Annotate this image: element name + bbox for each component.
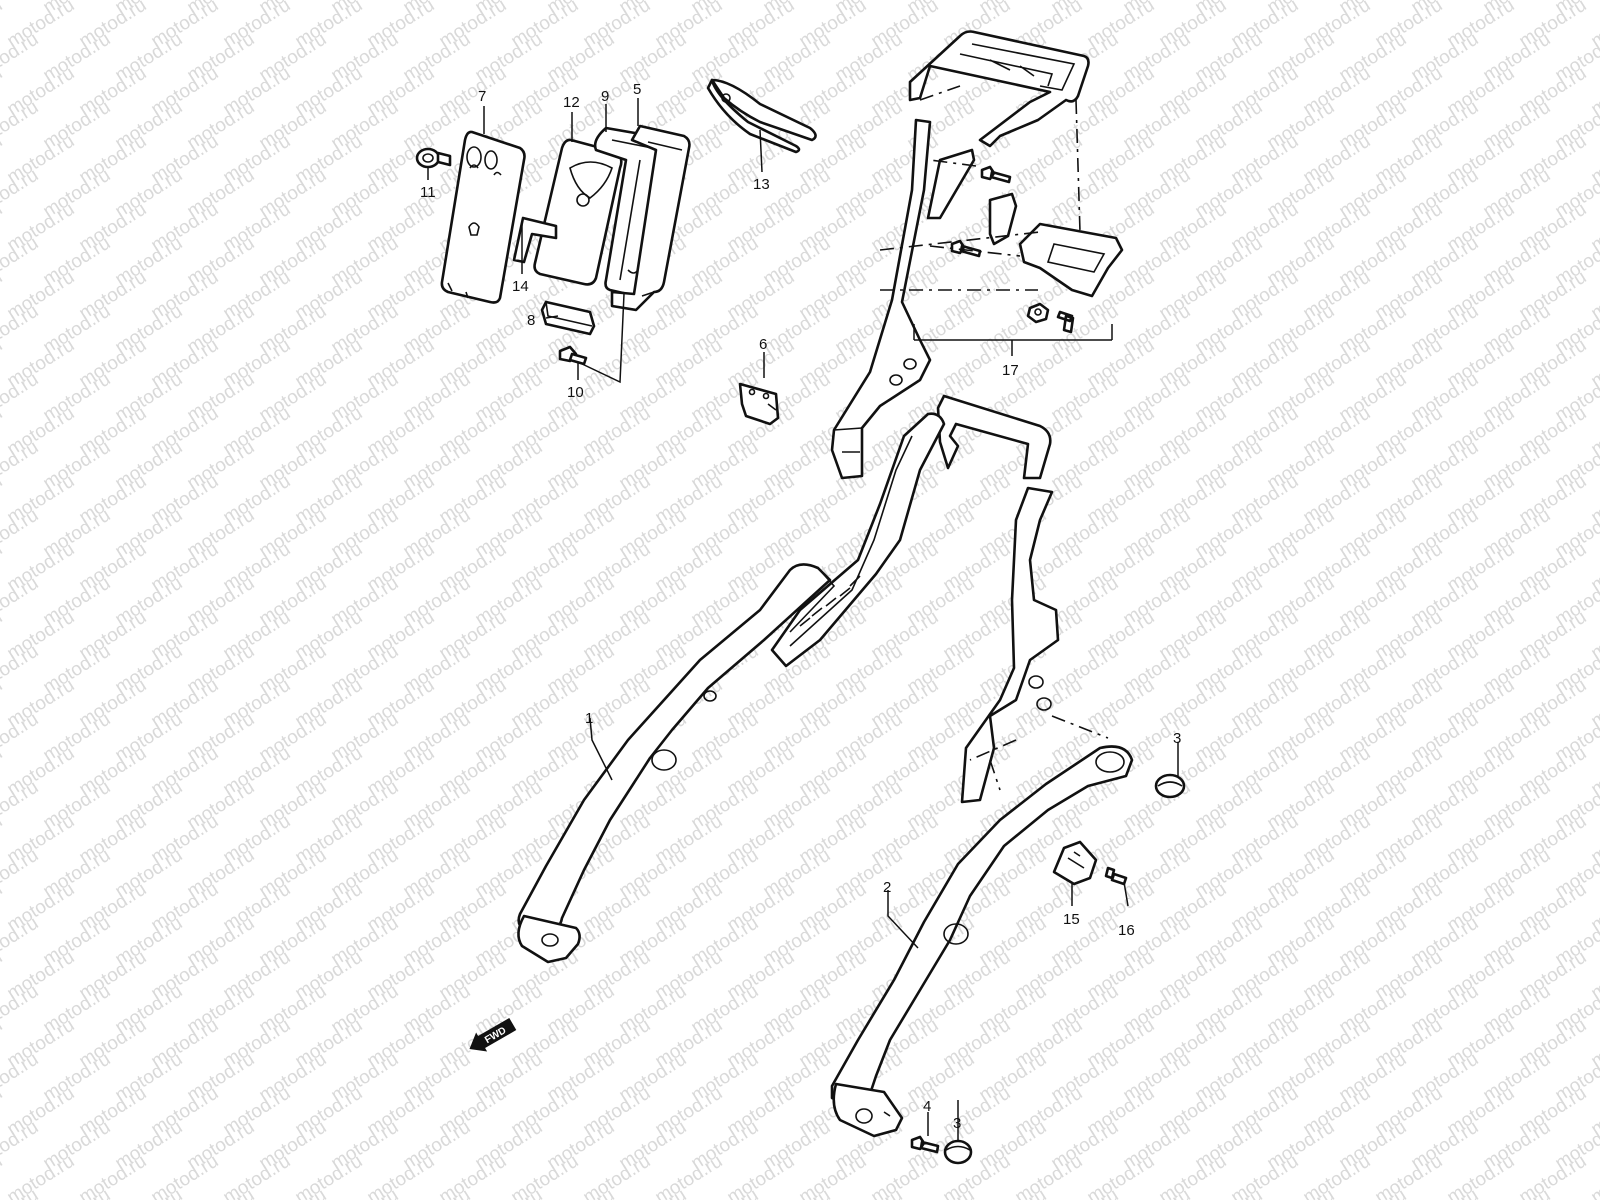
callout-15: 15 [1063,911,1080,928]
callout-3: 3 [1173,730,1181,747]
callout-7: 7 [478,88,486,105]
callout-2: 2 [883,879,891,896]
bolt-16-part [1104,866,1128,886]
callout-3: 3 [953,1115,961,1132]
callout-10: 10 [567,384,584,401]
callout-13: 13 [753,176,770,193]
callout-8: 8 [527,312,535,329]
cap-part [943,1139,973,1165]
callout-12: 12 [563,94,580,111]
callout-4: 4 [923,1098,931,1115]
callout-5: 5 [633,81,641,98]
watermark-text: motod.ru [1588,1151,1600,1200]
callout-9: 9 [601,88,609,105]
backing-plate-part [440,130,526,304]
callout-1: 1 [585,710,593,727]
clip-6-part [738,382,780,426]
callout-6: 6 [759,336,767,353]
callout-17: 17 [1002,362,1019,379]
callout-14: 14 [512,278,529,295]
callout-11: 11 [420,184,436,201]
cap-part [1154,773,1186,799]
grommet-part [415,147,452,169]
callout-16: 16 [1118,922,1135,939]
